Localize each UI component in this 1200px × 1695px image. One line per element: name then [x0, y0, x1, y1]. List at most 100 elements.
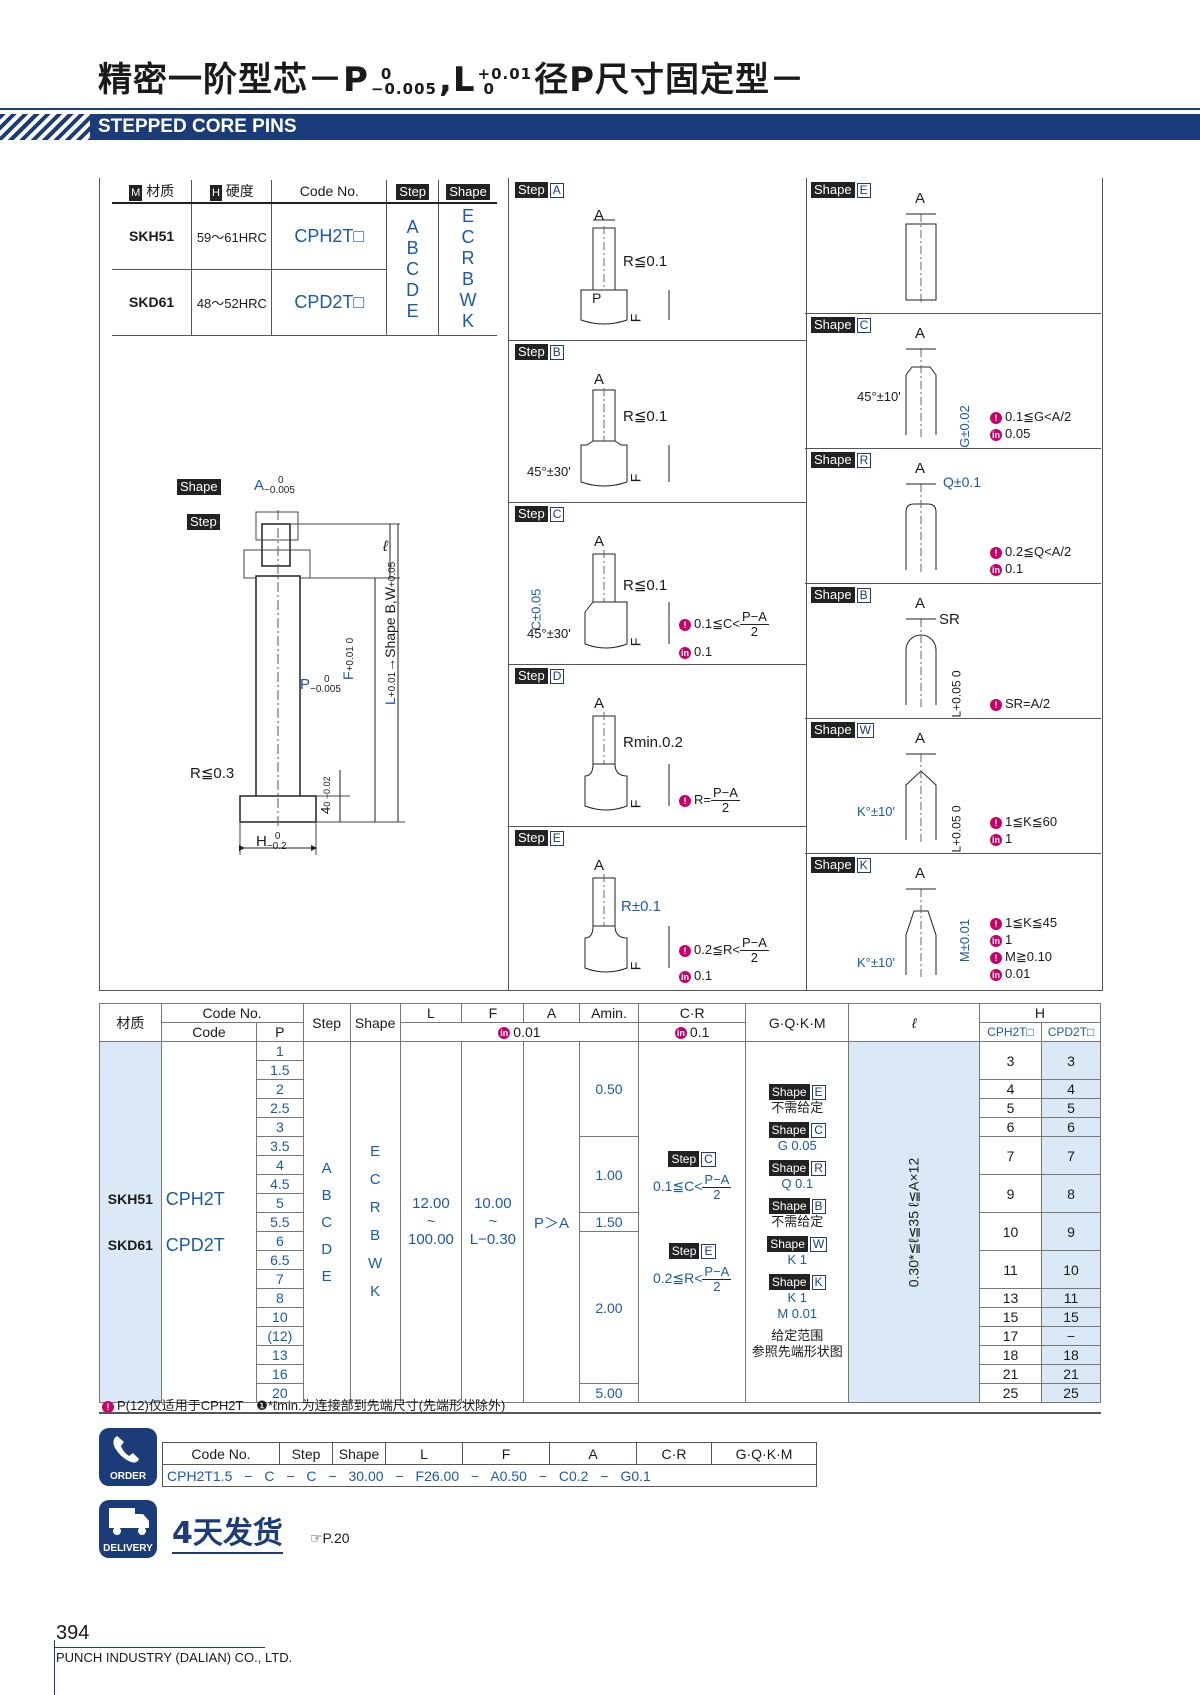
ell-dimension: ℓ	[383, 538, 388, 555]
spec-ell-header: ℓ	[848, 1003, 980, 1042]
spec-h-row: 18	[978, 1345, 1043, 1365]
spec-h-row: 3	[978, 1041, 1043, 1080]
spec-l-header: L	[399, 1003, 463, 1023]
hardness-skd61: 48～52HRC	[191, 269, 273, 336]
spec-p-value: 1	[256, 1041, 304, 1061]
spec-h-row: 18	[1041, 1345, 1101, 1365]
spec-h-row: 9	[1041, 1212, 1101, 1251]
spec-gqkm-header: G·Q·K·M	[744, 1003, 850, 1042]
spec-amin-500: 5.00	[578, 1383, 640, 1403]
page-number: 394	[56, 1622, 90, 1644]
stripe-decoration	[0, 114, 100, 140]
spec-h-row: 10	[978, 1212, 1043, 1251]
spec-code-subheader: Code	[160, 1022, 258, 1042]
spec-material-header: 材质	[99, 1003, 162, 1042]
subtitle: STEPPED CORE PINS	[90, 114, 1200, 140]
spec-p-value: 16	[256, 1364, 304, 1384]
spec-h-cph2t: CPH2T□	[978, 1022, 1043, 1042]
spec-h-row: 15	[1041, 1307, 1101, 1327]
spec-cr-header: C·R	[638, 1003, 746, 1023]
spec-h-row: 5	[1041, 1098, 1101, 1118]
spec-amin-100: 1.00	[578, 1136, 640, 1213]
spec-h-row: 25	[1041, 1383, 1101, 1403]
code-cph2t: CPH2T□	[271, 203, 388, 270]
spec-h-row: 4	[1041, 1079, 1101, 1099]
spec-p-value: 4	[256, 1155, 304, 1175]
order-example: CPH2T1.5 − C − C − 30.00 − F26.00 − A0.5…	[162, 1464, 817, 1487]
main-pin-svg	[239, 510, 405, 855]
spec-h-row: 21	[978, 1364, 1043, 1384]
spec-a-condition: P＞A	[523, 1041, 580, 1403]
code-cpd2t: CPD2T□	[271, 269, 388, 336]
spec-f-range: 10.00~L−0.30	[461, 1041, 525, 1403]
spec-ell-range: 0.30*≦ℓ≦35 ℓ≦A×12	[848, 1041, 980, 1403]
spec-amin-150: 1.50	[578, 1212, 640, 1232]
material-skh51: SKH51	[112, 203, 193, 270]
order-header: G·Q·K·M	[711, 1442, 817, 1465]
spec-amin-header: Amin.	[578, 1003, 640, 1023]
spec-h-row: 5	[978, 1098, 1043, 1118]
spec-h-row: 3	[1041, 1041, 1101, 1080]
spec-p-value: 20	[256, 1383, 304, 1403]
spec-step-header: Step	[302, 1003, 351, 1042]
spec-h-row: 9	[978, 1174, 1043, 1213]
spec-shape-header: Shape	[349, 1003, 401, 1042]
spec-p-value: 8	[256, 1288, 304, 1308]
footer-rule	[55, 1647, 265, 1648]
material-skd61: SKD61	[112, 269, 193, 336]
order-header: C·R	[636, 1442, 712, 1465]
shape-callout: Shape	[177, 479, 221, 495]
spec-p-value: 10	[256, 1307, 304, 1327]
hardness-header: H 硬度	[191, 180, 273, 204]
order-header: F	[462, 1442, 550, 1465]
spec-amin-200: 2.00	[578, 1231, 640, 1384]
spec-p-value: 2	[256, 1079, 304, 1099]
spec-p-value: 6.5	[256, 1250, 304, 1270]
materials-table: M 材质 H 硬度 Code No. Step Shape SKH51 59～6…	[112, 180, 497, 336]
spec-h-row: 6	[978, 1117, 1043, 1137]
step-header: Step	[386, 180, 440, 204]
spec-codeno-header: Code No.	[160, 1003, 304, 1023]
order-header: L	[385, 1442, 463, 1465]
order-table: Code No. Step Shape L F A C·R G·Q·K·M CP…	[162, 1442, 817, 1487]
spec-l-range: 12.00~100.00	[399, 1041, 463, 1403]
spec-a-header: A	[523, 1003, 580, 1023]
spec-h-row: 7	[978, 1136, 1043, 1175]
shape-header: Shape	[438, 180, 497, 204]
code-header: Code No.	[271, 180, 388, 204]
spec-p-value: 5	[256, 1193, 304, 1213]
spec-p-value: 5.5	[256, 1212, 304, 1232]
spec-h-row: −	[1041, 1326, 1101, 1346]
order-header: Code No.	[162, 1442, 280, 1465]
spec-h-row: 4	[978, 1079, 1043, 1099]
spec-p-value: 4.5	[256, 1174, 304, 1194]
spec-h-header: H	[978, 1003, 1102, 1023]
delivery-page-ref[interactable]: ☞P.20	[310, 1530, 350, 1546]
spec-footnote: !P(12)仅适用于CPH2T ❶*ℓmin.为连接部到先端尺寸(先端形状除外)	[102, 1395, 505, 1414]
hardness-skh51: 59～61HRC	[191, 203, 273, 270]
spec-h-row: 10	[1041, 1250, 1101, 1289]
spec-h-row: 8	[1041, 1174, 1101, 1213]
spec-p-value: 3	[256, 1117, 304, 1137]
spec-p-value: 3.5	[256, 1136, 304, 1156]
